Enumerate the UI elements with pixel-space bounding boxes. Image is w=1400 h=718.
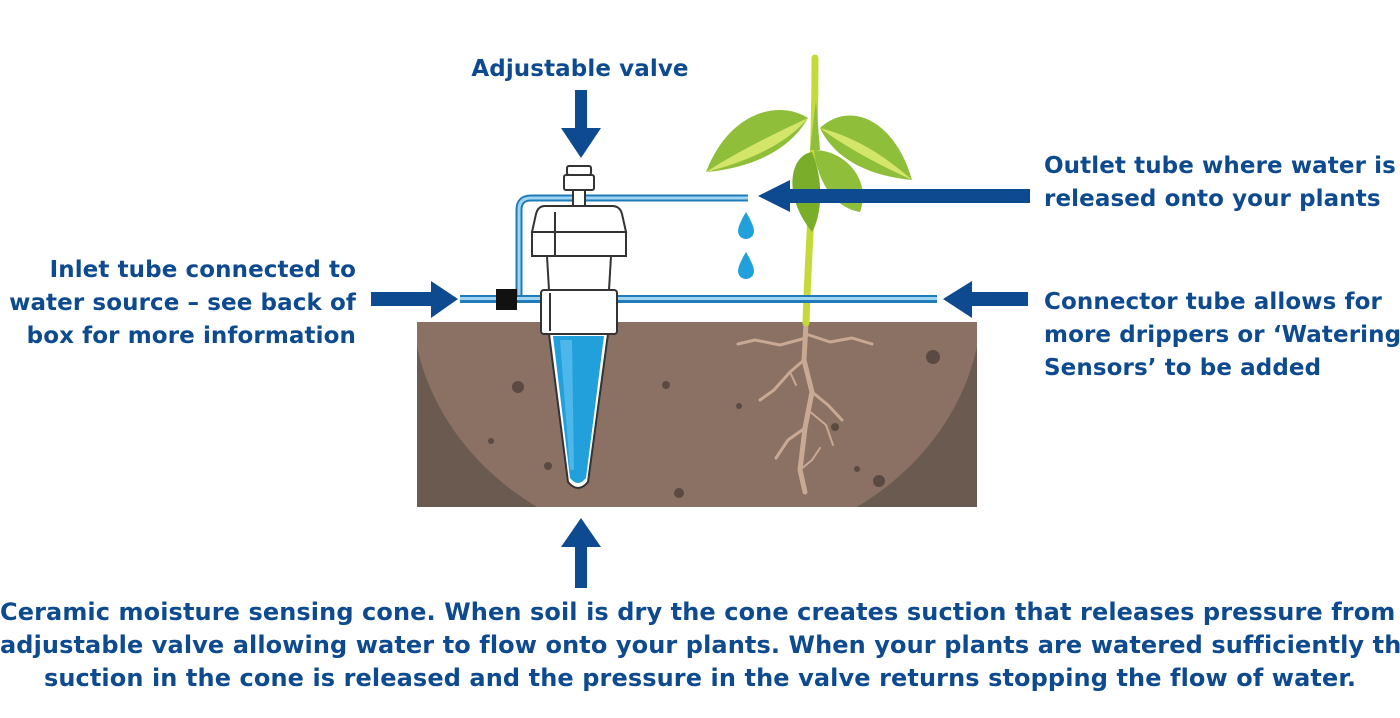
right-arrow-icon — [371, 281, 458, 318]
label-ceramic-cone: Ceramic moisture sensing cone. When soil… — [0, 596, 1400, 695]
label-cone-line: Ceramic moisture sensing cone. When soil… — [0, 598, 1400, 626]
label-outlet-tube: Outlet tube where water is released onto… — [1044, 150, 1396, 216]
label-inlet-line: Inlet tube connected to — [49, 257, 356, 283]
label-connector-line: Sensors’ to be added — [1044, 355, 1322, 381]
label-inlet-line: water source – see back of — [9, 290, 356, 316]
tube-connector-joint — [496, 289, 517, 310]
label-inlet-line: box for more information — [26, 323, 356, 349]
label-cone-line: suction in the cone is released and the … — [43, 664, 1357, 692]
water-drop-icon — [738, 252, 754, 279]
label-connector-line: more drippers or ‘Watering — [1044, 322, 1400, 348]
label-cone-line: adjustable valve allowing water to flow … — [0, 631, 1400, 659]
valve-icon — [530, 165, 628, 335]
label-connector-line: Connector tube allows for — [1044, 289, 1382, 315]
down-arrow-icon — [561, 90, 601, 158]
label-outlet-line: Outlet tube where water is — [1044, 153, 1396, 179]
label-inlet-tube: Inlet tube connected to water source – s… — [0, 254, 356, 353]
label-outlet-line: released onto your plants — [1044, 186, 1381, 212]
label-adjustable-valve-text: Adjustable valve — [471, 56, 689, 82]
up-arrow-icon — [561, 518, 601, 588]
plant-roots — [736, 321, 874, 495]
label-connector-tube: Connector tube allows for more drippers … — [1044, 286, 1400, 385]
label-adjustable-valve: Adjustable valve — [380, 53, 780, 86]
left-arrow-icon — [758, 180, 1030, 212]
left-arrow-icon — [943, 281, 1028, 318]
water-drop-icon — [738, 212, 754, 239]
